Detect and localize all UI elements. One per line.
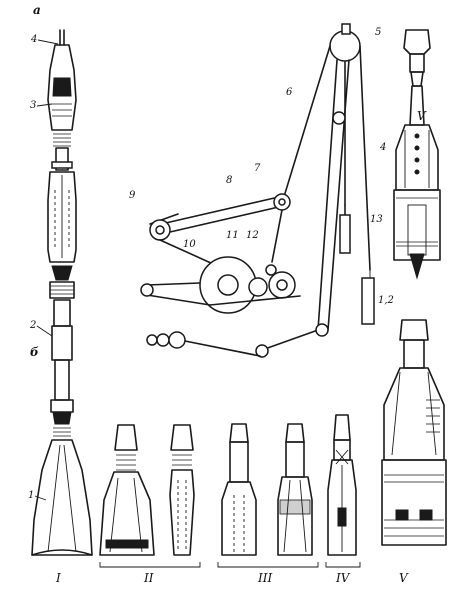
label-1: 1 xyxy=(28,490,34,501)
label-2: 2 xyxy=(29,320,36,331)
label-11: 11 xyxy=(226,230,239,241)
label-13: 13 xyxy=(370,214,383,225)
label-4-right: 4 xyxy=(379,142,386,153)
tool-iii-pair xyxy=(221,423,313,556)
label-4-left: 4 xyxy=(30,34,37,45)
label-roman-iii: III xyxy=(257,571,272,585)
tool-v-top xyxy=(393,29,441,280)
label-1-2: 1,2 xyxy=(378,295,394,306)
label-9: 9 xyxy=(129,190,136,201)
label-3: 3 xyxy=(30,100,36,111)
label-10: 10 xyxy=(183,239,196,250)
label-roman-v-bottom: V xyxy=(399,571,409,585)
label-roman-i: I xyxy=(55,571,61,585)
label-8: 8 xyxy=(226,175,232,186)
label-5: 5 xyxy=(375,27,381,38)
label-6: 6 xyxy=(286,87,293,98)
label-12: 12 xyxy=(246,230,259,241)
label-roman-ii: II xyxy=(143,571,154,585)
label-7: 7 xyxy=(254,163,261,174)
tool-iv xyxy=(327,414,357,556)
label-part-b: б xyxy=(30,345,39,359)
label-roman-v-top: V xyxy=(417,109,427,123)
assembled-tool-column xyxy=(31,29,93,556)
derrick-mechanism xyxy=(140,23,375,358)
label-roman-iv: IV xyxy=(335,571,351,585)
label-part-a: а xyxy=(33,3,41,17)
tool-ii-pair xyxy=(99,424,195,556)
tool-v-bottom xyxy=(381,319,447,546)
